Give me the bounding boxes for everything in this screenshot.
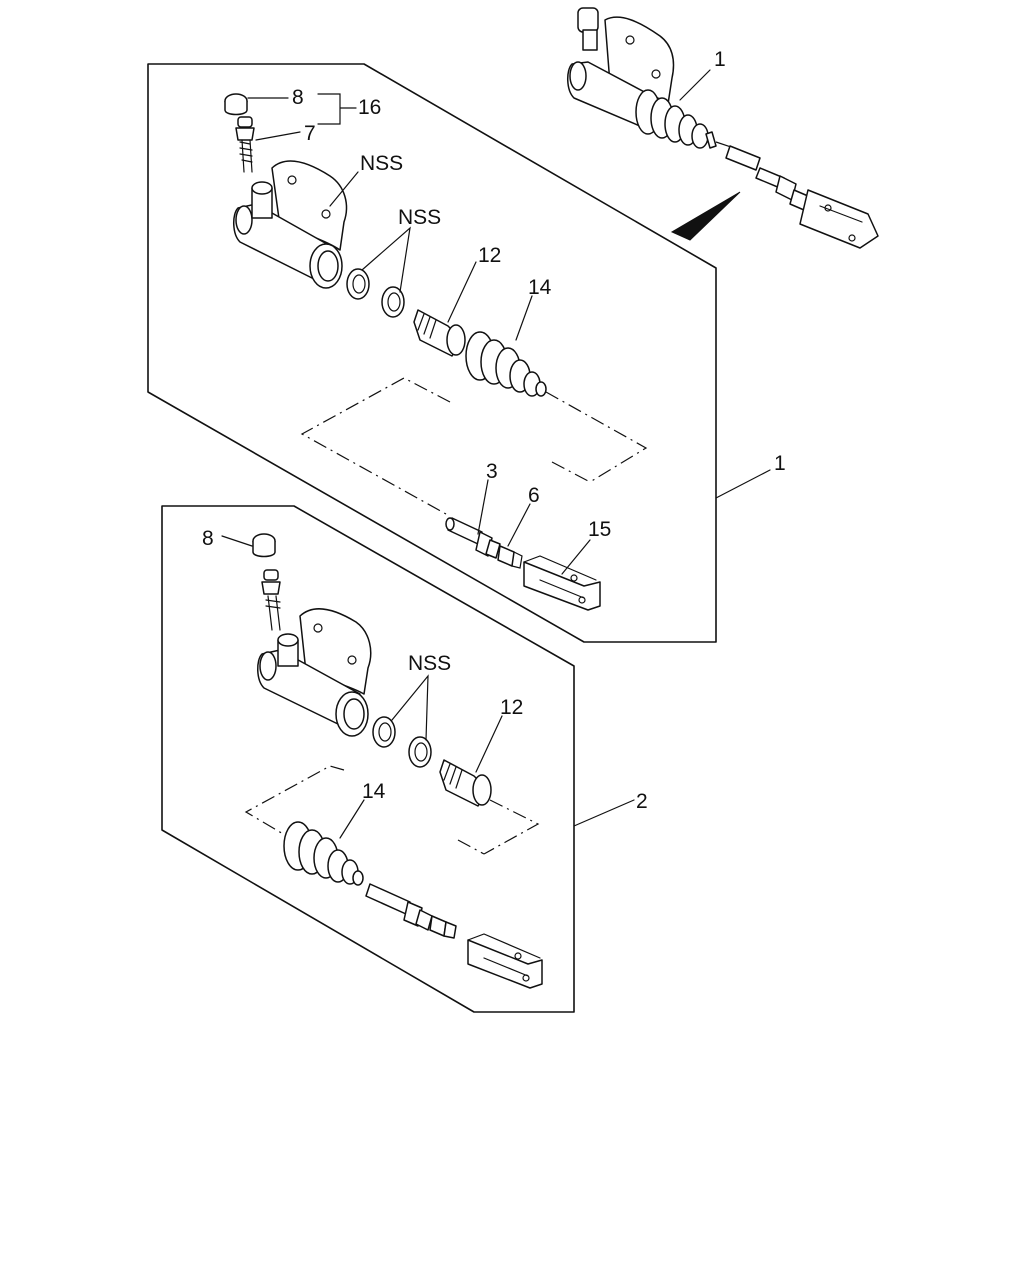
- piston-part-12: [413, 309, 466, 357]
- boot-part-14: [465, 331, 547, 397]
- clevis-lower: [467, 933, 543, 989]
- seal-rings-lower-nss: [372, 716, 432, 768]
- clevis-part-15: [523, 555, 601, 611]
- cylinder-body-lower: [257, 608, 372, 737]
- label-b-nss-seals: NSS: [408, 652, 451, 675]
- bleeder-screw-lower: [261, 569, 281, 631]
- assembly-1-frame: [147, 63, 717, 643]
- callout-2: 2: [636, 790, 648, 813]
- bleeder-screw-part-7: [235, 116, 255, 173]
- label-b-14: 14: [362, 780, 386, 803]
- label-a-nss-bracket: NSS: [360, 152, 403, 175]
- cap-part-8-lower: [252, 533, 276, 558]
- label-a-7: 7: [304, 122, 316, 145]
- direction-arrow: [670, 191, 741, 241]
- label-b-12: 12: [500, 696, 523, 719]
- assembled-cylinder-unit: [567, 7, 879, 249]
- label-top-assembly-1: 1: [714, 48, 726, 71]
- label-a-15: 15: [588, 518, 611, 541]
- piston-part-12-lower: [439, 759, 492, 807]
- nut-part-6: [497, 545, 523, 569]
- callout-1: 1: [774, 452, 786, 475]
- label-a-16: 16: [358, 96, 381, 119]
- label-a-8: 8: [292, 86, 304, 109]
- label-b-8: 8: [202, 527, 214, 550]
- cap-part-8: [224, 93, 248, 116]
- boot-part-14-lower: [283, 821, 364, 886]
- label-a-nss-seals: NSS: [398, 206, 441, 229]
- label-a-3: 3: [486, 460, 498, 483]
- seal-rings-nss: [346, 268, 405, 318]
- assembly-2-frame: [161, 505, 575, 1013]
- label-a-14: 14: [528, 276, 552, 299]
- cylinder-body-nss: [233, 160, 348, 289]
- push-rod-part-3: [445, 517, 501, 559]
- label-a-6: 6: [528, 484, 540, 507]
- push-rod-lower: [365, 883, 457, 939]
- label-a-12: 12: [478, 244, 501, 267]
